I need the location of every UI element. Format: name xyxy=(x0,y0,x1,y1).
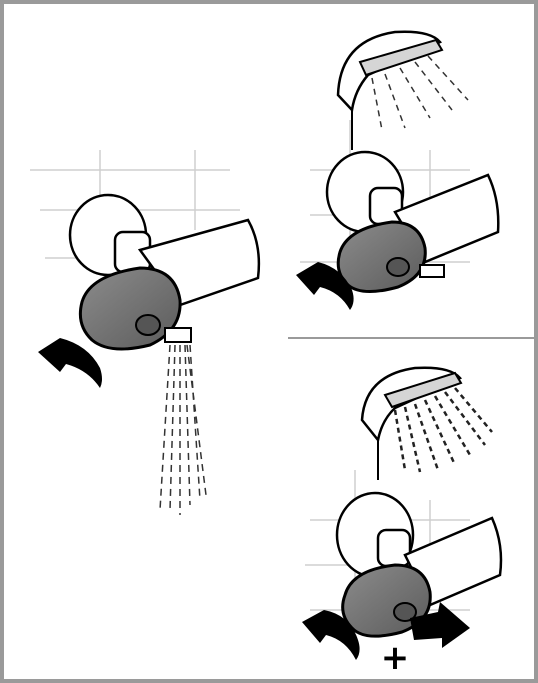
knob-center-top-right xyxy=(387,258,409,276)
water-outlet xyxy=(165,328,191,342)
water-stream xyxy=(160,345,206,515)
turn-arrow-icon xyxy=(38,338,102,388)
top-right-panel xyxy=(296,32,498,310)
left-panel xyxy=(30,150,259,515)
connector-nut-top-right xyxy=(370,188,402,224)
bottom-right-panel xyxy=(302,368,501,660)
knob-center xyxy=(136,315,160,335)
valve-knob-top-right xyxy=(338,222,425,292)
connector-nut-bottom-right xyxy=(378,530,410,566)
water-outlet-top-right xyxy=(420,265,444,277)
plus-sign-label: + xyxy=(380,640,410,676)
